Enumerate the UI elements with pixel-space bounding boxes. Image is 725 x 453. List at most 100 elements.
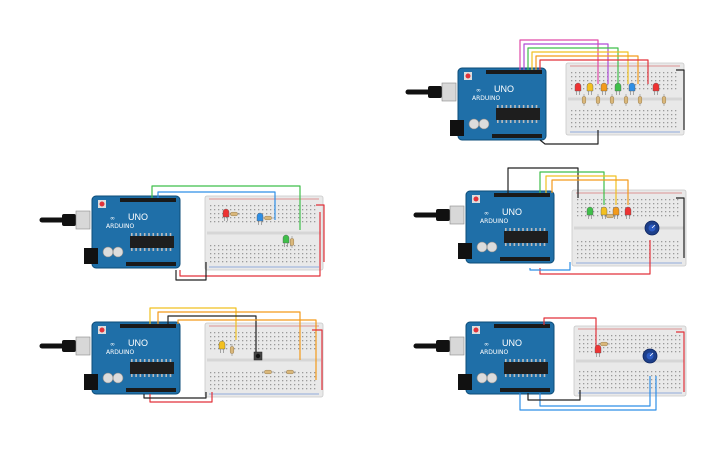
wire[interactable] (519, 39, 599, 84)
hole (643, 379, 645, 381)
wire[interactable] (527, 390, 581, 401)
resistor-icon[interactable] (582, 94, 586, 106)
hole (645, 257, 647, 259)
hole (226, 257, 228, 259)
wire[interactable] (149, 307, 237, 340)
led-icon[interactable] (624, 206, 632, 219)
hole (282, 249, 284, 251)
led-icon[interactable] (628, 82, 636, 95)
resistor-icon[interactable] (604, 214, 616, 218)
hole (306, 249, 308, 251)
hole (302, 217, 304, 219)
resistor-icon[interactable] (596, 94, 600, 106)
led-icon[interactable] (218, 340, 226, 353)
led-icon[interactable] (600, 82, 608, 95)
hole (302, 348, 304, 350)
resistor-icon[interactable] (230, 344, 234, 356)
wire[interactable] (175, 262, 207, 281)
hole (583, 118, 585, 120)
chip-pin (143, 374, 146, 377)
hole (254, 348, 256, 350)
wire[interactable] (539, 171, 605, 205)
breadboard[interactable] (573, 325, 687, 397)
wire[interactable] (523, 43, 609, 84)
hole (663, 88, 665, 90)
wire[interactable] (177, 319, 317, 380)
hole (581, 207, 583, 209)
wire[interactable] (539, 130, 599, 145)
resistor-icon[interactable] (662, 94, 666, 106)
hole (254, 209, 256, 211)
led-icon[interactable] (594, 344, 602, 357)
resistor-icon[interactable] (290, 236, 294, 248)
hole (278, 340, 280, 342)
wire[interactable] (143, 392, 207, 399)
potentiometer-icon[interactable] (642, 348, 658, 364)
hole (591, 371, 593, 373)
led-icon[interactable] (256, 212, 264, 225)
hole (238, 253, 240, 255)
hole (645, 245, 647, 247)
wire[interactable] (179, 212, 321, 277)
wire[interactable] (543, 317, 597, 350)
wire[interactable] (529, 262, 571, 271)
resistor-icon[interactable] (284, 370, 296, 374)
wire[interactable] (551, 179, 629, 205)
wire[interactable] (676, 331, 685, 392)
wire[interactable] (507, 167, 579, 198)
hole (647, 379, 649, 381)
led-icon[interactable] (586, 82, 594, 95)
wire[interactable] (157, 311, 301, 360)
resistor-icon[interactable] (598, 342, 610, 346)
led-icon[interactable] (652, 82, 660, 95)
breadboard[interactable] (204, 195, 324, 271)
hole (599, 118, 601, 120)
hole (643, 72, 645, 74)
wire[interactable] (316, 204, 325, 262)
hole (595, 110, 597, 112)
led-icon[interactable] (574, 82, 582, 95)
pushbutton-icon[interactable] (253, 351, 263, 361)
resistor-icon[interactable] (262, 216, 274, 220)
resistor-icon[interactable] (262, 370, 274, 374)
breadboard[interactable] (571, 189, 687, 267)
led-icon[interactable] (612, 206, 620, 219)
usb-connector (75, 336, 91, 356)
resistor-icon[interactable] (228, 212, 240, 216)
led-icon[interactable] (282, 234, 290, 247)
wire[interactable] (539, 59, 649, 84)
wire[interactable] (545, 175, 617, 205)
wire[interactable] (312, 329, 323, 390)
wire[interactable] (167, 315, 257, 352)
hole (653, 249, 655, 251)
resistor-icon[interactable] (624, 94, 628, 106)
resistor-icon[interactable] (610, 94, 614, 106)
wire[interactable] (157, 191, 276, 220)
wire[interactable] (519, 376, 657, 411)
breadboard[interactable] (204, 322, 324, 398)
hole (589, 257, 591, 259)
resistor-icon[interactable] (638, 94, 642, 106)
potentiometer-icon[interactable] (644, 220, 660, 236)
led-icon[interactable] (222, 208, 230, 221)
wire[interactable] (151, 185, 301, 230)
wire[interactable] (539, 240, 651, 275)
wire[interactable] (527, 47, 619, 84)
wire[interactable] (531, 51, 629, 84)
led-icon[interactable] (586, 206, 594, 219)
wire[interactable] (676, 197, 685, 258)
led-icon[interactable] (614, 82, 622, 95)
wire[interactable] (676, 69, 685, 130)
wire[interactable] (535, 55, 639, 84)
